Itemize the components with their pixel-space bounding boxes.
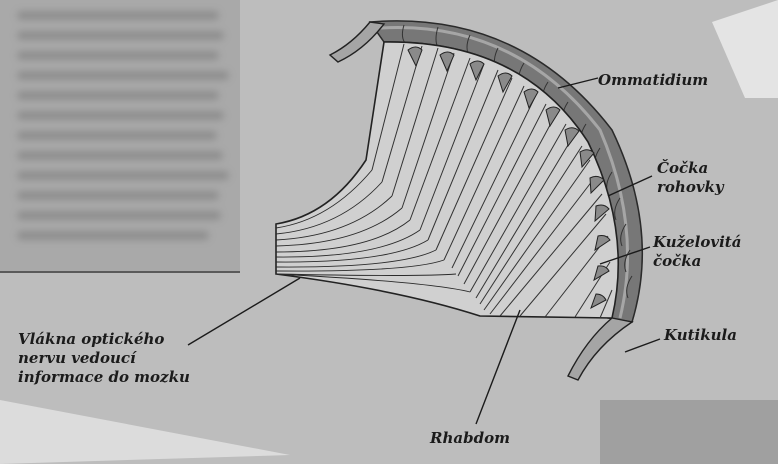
- label-ommatidium: Ommatidium: [598, 71, 708, 90]
- label-kutikula: Kutikula: [664, 326, 737, 345]
- paper-sheet-bottom-right: [600, 400, 778, 464]
- label-kuzelovita-cocka: Kuželovitá čočka: [653, 233, 741, 271]
- label-cocka-rohovky: Čočka rohovky: [657, 159, 724, 197]
- label-rhabdom: Rhabdom: [430, 429, 510, 448]
- label-vlakna-optickeho-nervu: Vlákna optického nervu vedoucí informace…: [18, 330, 190, 387]
